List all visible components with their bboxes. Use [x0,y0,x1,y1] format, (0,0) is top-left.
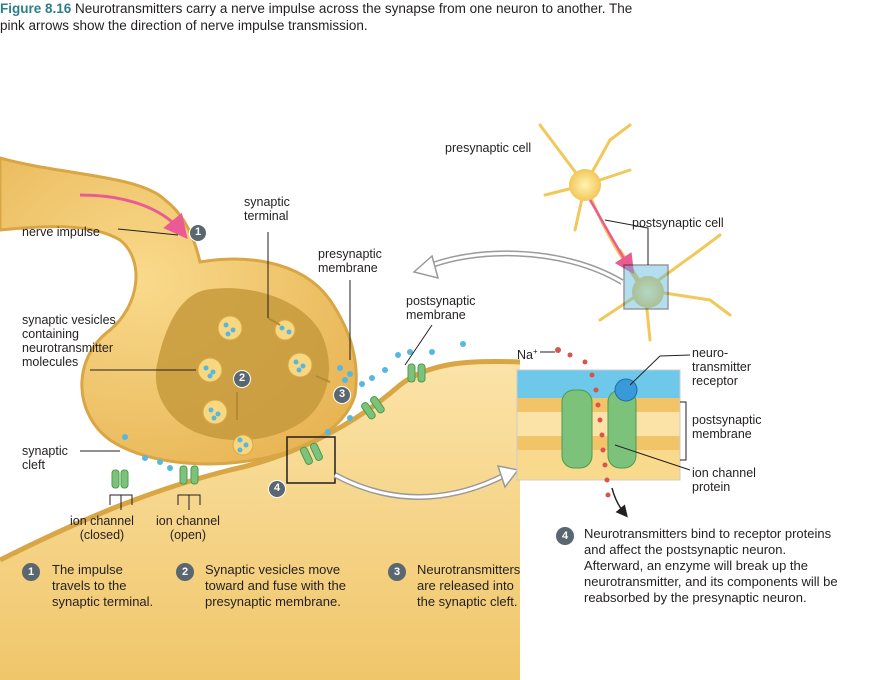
step-4-number: 4 [556,527,574,545]
step-3-number: 3 [388,563,406,581]
label-nerve-impulse: nerve impulse [22,225,100,239]
step-2-number: 2 [176,563,194,581]
postsynaptic-dendrite [0,361,520,680]
figure-caption: Figure 8.16 Neurotransmitters carry a ne… [0,0,640,34]
detail-box-source [286,436,336,484]
membrane-detail [516,369,681,481]
step-3-text: Neurotransmitters are released into the … [417,562,521,609]
label-postsynaptic-cell: postsynaptic cell [632,216,724,230]
marker-1: 1 [189,224,207,242]
ion-channels [111,363,426,489]
label-synaptic-terminal: synaptic terminal [244,195,290,223]
step-2-text: Synaptic vesicles move toward and fuse w… [205,562,346,609]
step-1-number: 1 [22,563,40,581]
label-ion-channel-protein: ion channel protein [692,466,756,494]
caption-text: Neurotransmitters carry a nerve impulse … [0,1,633,33]
label-postsynaptic-membrane: postsynaptic membrane [406,294,476,322]
label-ion-channel-open: ion channel (open) [156,514,220,542]
label-presynaptic-membrane: presynaptic membrane [318,247,382,275]
detail-box-cell [623,264,669,310]
postsynaptic-cell-body [632,276,664,308]
sodium-ions [555,347,611,498]
step-4-text: Neurotransmitters bind to receptor prote… [584,526,838,605]
label-presynaptic-cell: presynaptic cell [445,141,532,155]
marker-4: 4 [268,480,286,498]
step-1-text: The impulse travels to the synaptic term… [52,562,154,609]
synaptic-vesicles [197,315,313,456]
label-na: Na+ [517,347,538,363]
figure-label: Figure 8.16 [0,1,72,16]
impulse-arrow-axon [79,193,188,239]
label-neurotransmitter-receptor: neuro- transmitter receptor [692,346,752,388]
label-synaptic-vesicles: synaptic vesicles containing neurotransm… [22,313,116,369]
presynaptic-cell-body [569,169,601,201]
marker-3: 3 [333,386,351,404]
marker-2: 2 [233,370,251,388]
label-postsynaptic-membrane-detail: postsynaptic membrane [692,413,762,441]
label-synaptic-cleft: synaptic cleft [22,444,68,472]
label-ion-channel-closed: ion channel (closed) [70,514,134,542]
